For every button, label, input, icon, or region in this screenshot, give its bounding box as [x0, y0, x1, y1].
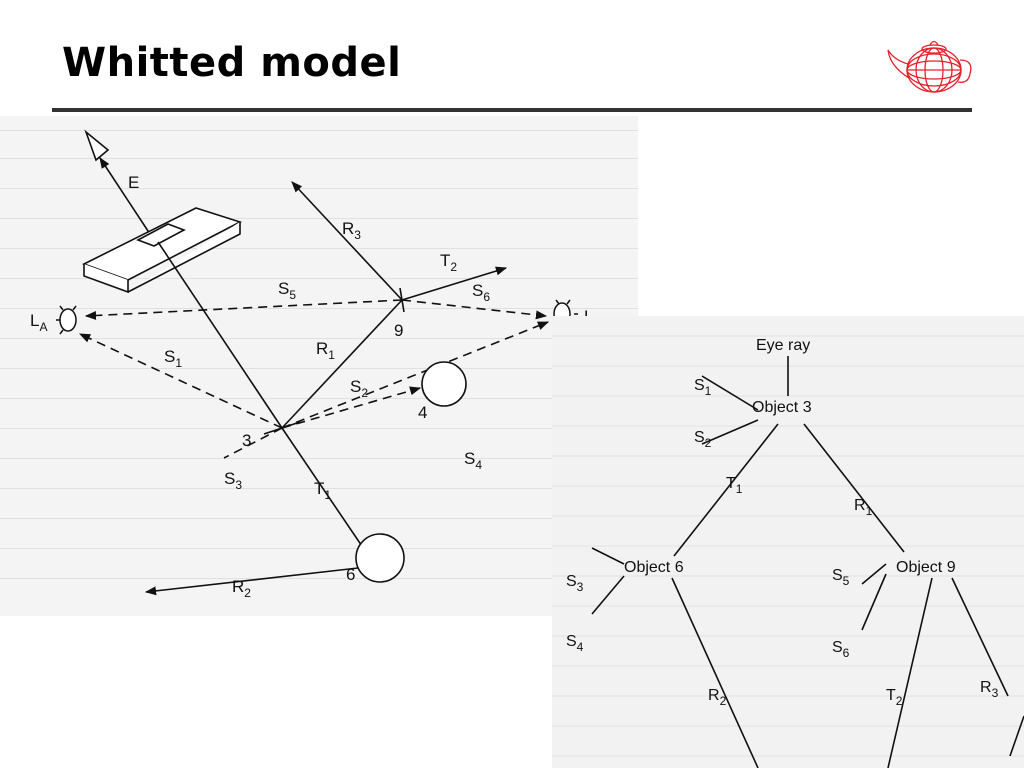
slide-title: Whitted model — [62, 40, 402, 86]
label-LA: LA — [30, 311, 47, 334]
ray-S2 — [281, 386, 422, 429]
label-point-4: 4 — [418, 403, 427, 422]
edge-R2 — [671, 577, 759, 769]
label-S1: S1 — [164, 347, 182, 370]
tree-label-R3: R3 — [980, 679, 999, 700]
ray-tree-figure: Eye ray Object 3 Object 6 Object 9 S1 S2… — [552, 316, 1024, 769]
tree-node-object9: Object 9 — [896, 559, 956, 576]
tree-label-eye-ray: Eye ray — [756, 337, 810, 354]
label-point-9: 9 — [394, 321, 403, 340]
tree-label-S4: S4 — [566, 633, 584, 654]
tree-label-T2: T2 — [886, 687, 903, 708]
ray-R2 — [144, 567, 359, 596]
edge-S3 — [591, 547, 625, 565]
title-divider — [52, 108, 972, 112]
label-S2: S2 — [350, 377, 368, 400]
label-S3: S3 — [224, 469, 242, 492]
sphere-object-6 — [355, 533, 405, 583]
label-S5: S5 — [278, 279, 296, 302]
tree-label-S2: S2 — [694, 429, 712, 450]
label-R2: R2 — [232, 577, 251, 600]
ray-path-figure: E R3 T2 S5 S6 LA LB 9 R1 S1 S2 4 3 S4 S3… — [0, 116, 638, 616]
ray-T2 — [401, 266, 508, 301]
label-S4: S4 — [464, 449, 482, 472]
edge-R1 — [803, 423, 905, 553]
ray-R1 — [157, 241, 283, 429]
eye-icon — [84, 129, 110, 162]
label-point-6: 6 — [346, 565, 355, 584]
label-T1: T1 — [314, 479, 331, 502]
edge-S6 — [861, 573, 887, 631]
label-R3: R3 — [342, 219, 361, 242]
bleed-through-texture — [0, 130, 638, 579]
light-bulb-icon — [56, 305, 77, 335]
tree-label-R2: R2 — [708, 687, 727, 708]
edge-S4 — [591, 575, 625, 615]
ray-S5 — [84, 299, 403, 320]
tree-label-S5: S5 — [832, 567, 850, 588]
tree-label-S1: S1 — [694, 377, 712, 398]
edge-T1 — [673, 423, 779, 557]
label-S6: S6 — [472, 281, 490, 304]
tree-label-R1: R1 — [854, 497, 873, 518]
sphere-object-4 — [421, 361, 467, 407]
ray-S1 — [78, 333, 283, 429]
ray-R3 — [291, 181, 403, 301]
label-T2: T2 — [440, 251, 457, 274]
ray-S6 — [401, 299, 548, 320]
tree-label-S6: S6 — [832, 639, 850, 660]
tree-node-object6: Object 6 — [624, 559, 684, 576]
ray-T1 — [281, 427, 371, 559]
edge-R3 — [951, 577, 1009, 697]
ray-R1-segment — [281, 299, 403, 429]
tree-node-object3: Object 3 — [752, 399, 812, 416]
label-R1: R1 — [316, 339, 335, 362]
edge-S1 — [701, 375, 759, 411]
edge-T2 — [887, 577, 933, 769]
label-point-3: 3 — [242, 431, 251, 450]
tree-label-S3: S3 — [566, 573, 584, 594]
teapot-wireframe-icon — [887, 40, 972, 93]
edge-S2 — [701, 419, 759, 445]
ray-S4 — [281, 321, 550, 429]
edge-S5 — [861, 563, 887, 585]
ray-E — [99, 157, 151, 235]
label-E: E — [128, 173, 139, 192]
tree-label-T1: T1 — [726, 475, 743, 496]
